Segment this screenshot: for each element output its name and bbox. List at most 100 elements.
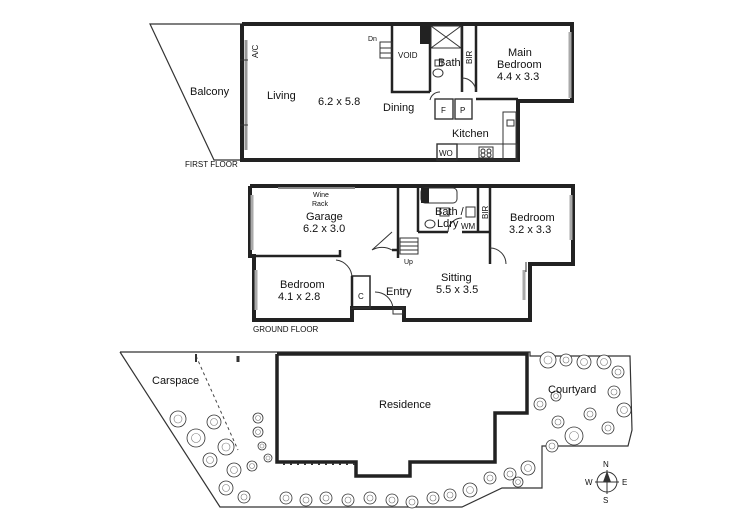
shrub-inner-ring: [222, 484, 230, 492]
shrub-inner-ring: [569, 431, 579, 441]
shrub-icon: [607, 385, 621, 399]
compass-n: N: [603, 460, 609, 469]
shrub-icon: [601, 421, 615, 435]
shrub-icon: [226, 462, 242, 478]
shrub-inner-ring: [191, 433, 201, 443]
shrub-icon: [217, 438, 235, 456]
shrub-inner-ring: [344, 496, 352, 504]
shrub-icon: [483, 471, 497, 485]
ground-floor-label: GROUND FLOOR: [253, 325, 319, 334]
shrub-icon: [512, 476, 524, 488]
shrub-icon: [462, 482, 478, 498]
bedroom-3-label: Bedroom: [280, 279, 325, 291]
compass-icon: N S E W: [585, 460, 627, 505]
main-bedroom-label-2: Bedroom: [497, 59, 542, 71]
shrub-inner-ring: [466, 486, 474, 494]
first-floor-label: FIRST FLOOR: [185, 160, 238, 169]
shrub-inner-ring: [524, 464, 532, 472]
wall-oven-label: WO: [439, 149, 453, 158]
shrub-icon: [405, 495, 419, 509]
shrub-inner-ring: [255, 415, 261, 421]
bir-label: BIR: [465, 50, 474, 64]
shrub-icon: [443, 488, 457, 502]
pantry-box: [454, 98, 473, 120]
residence-label: Residence: [379, 399, 431, 411]
shrub-inner-ring: [548, 442, 556, 450]
shrub-inner-ring: [600, 358, 608, 366]
bir-ground-label: BIR: [481, 205, 490, 219]
shrub-inner-ring: [282, 494, 290, 502]
shrub-inner-ring: [388, 496, 396, 504]
shrub-icon: [545, 439, 559, 453]
shrub-inner-ring: [446, 491, 454, 499]
shrub-inner-ring: [620, 406, 628, 414]
shrub-icon: [426, 491, 440, 505]
shrub-inner-ring: [322, 494, 330, 502]
shrub-inner-ring: [506, 470, 514, 478]
shrub-icon: [596, 354, 612, 370]
shrub-inner-ring: [604, 424, 612, 432]
entry-label: Entry: [386, 286, 412, 298]
shrub-inner-ring: [255, 429, 261, 435]
garage-dims: 6.2 x 3.0: [303, 223, 345, 235]
shrub-inner-ring: [265, 455, 271, 461]
sitting-label: Sitting: [441, 272, 472, 284]
shrub-inner-ring: [580, 358, 588, 366]
shrub-inner-ring: [230, 466, 238, 474]
shrub-icon: [564, 426, 584, 446]
robe-label: C: [358, 292, 364, 301]
shrub-icon: [218, 480, 234, 496]
shrub-icon: [252, 426, 264, 438]
shrub-inner-ring: [240, 493, 248, 501]
bedroom-2-dims: 3.2 x 3.3: [509, 224, 551, 236]
bedroom-3-dims: 4.1 x 2.8: [278, 291, 320, 303]
shrub-inner-ring: [515, 479, 521, 485]
residence-outline: [275, 352, 529, 478]
compass-s: S: [603, 496, 608, 505]
wine-rack-label-2: Rack: [312, 201, 328, 208]
shrub-icon: [186, 428, 206, 448]
shrub-inner-ring: [302, 496, 310, 504]
first-floor-plan: FIRST FLOOR Balcony A/C Living 6.2 x 5.8…: [149, 22, 574, 169]
living-label: Living: [267, 90, 296, 102]
shrub-icon: [611, 365, 625, 379]
site-labels: Carspace Residence Courtyard: [152, 375, 596, 411]
shrub-inner-ring: [221, 442, 231, 452]
shrub-inner-ring: [610, 388, 618, 396]
shrub-icon: [539, 351, 557, 369]
main-bedroom-label: Main: [508, 47, 532, 59]
void-label: VOID: [398, 51, 418, 60]
shrub-icon: [257, 441, 267, 451]
dn-label: Dn: [368, 36, 377, 43]
shrub-icon: [363, 491, 377, 505]
bath-ldry-label: Bath /: [435, 206, 465, 218]
shrub-icon: [319, 491, 333, 505]
up-label: Up: [404, 259, 413, 266]
shrub-icon: [246, 460, 258, 472]
courtyard-label: Courtyard: [548, 384, 596, 396]
shrub-icon: [559, 353, 573, 367]
first-floor-outer-wall: [240, 22, 574, 162]
fridge-label: F: [441, 106, 446, 115]
shrub-inner-ring: [614, 368, 622, 376]
garden-shrubs: [169, 351, 632, 509]
shrub-icon: [279, 491, 293, 505]
dining-label: Dining: [383, 102, 414, 114]
shrub-inner-ring: [543, 355, 553, 365]
site-plan: [119, 351, 633, 508]
ground-floor-plan: GROUND FLOOR Wine Rack Garage 6.2 x 3.0 …: [248, 184, 575, 334]
balcony-label: Balcony: [190, 86, 230, 98]
shrub-icon: [550, 390, 562, 402]
carspace-label: Carspace: [152, 375, 199, 387]
shrub-icon: [299, 493, 313, 507]
shrub-inner-ring: [366, 494, 374, 502]
shrub-icon: [520, 460, 536, 476]
shrub-inner-ring: [562, 356, 570, 364]
shrub-icon: [576, 354, 592, 370]
main-bedroom-dims: 4.4 x 3.3: [497, 71, 539, 83]
shrub-inner-ring: [259, 443, 265, 449]
shrub-icon: [533, 397, 547, 411]
shrub-inner-ring: [429, 494, 437, 502]
shrub-inner-ring: [554, 418, 562, 426]
